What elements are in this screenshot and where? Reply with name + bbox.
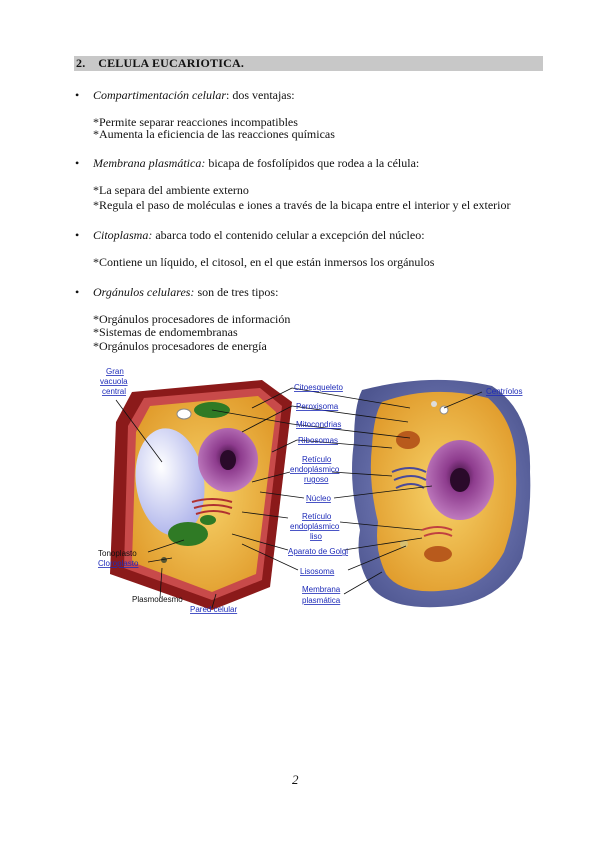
label-rer-3: rugoso	[304, 475, 329, 484]
label-plasmodesmo: Plasmodesmo	[132, 595, 183, 604]
sub-item: *Aumenta la eficiencia de las reacciones…	[93, 127, 335, 141]
bullet-term: Citoplasma:	[93, 228, 153, 242]
bullet-marker: •	[75, 285, 80, 299]
label-nucleo: Núcleo	[306, 494, 331, 503]
plant-cell	[110, 380, 292, 610]
bullet-text: Citoplasma: abarca todo el contenido cel…	[93, 228, 425, 242]
label-cloroplasto: Cloroplasto	[98, 559, 139, 568]
section-title: CELULA EUCARIOTICA.	[98, 56, 245, 70]
label-tonoplasto: Tonoplasto	[98, 549, 137, 558]
bullet-text: Membrana plasmática: bicapa de fosfolípi…	[93, 156, 419, 170]
bullet-rest: : dos ventajas:	[225, 88, 295, 102]
label-rer-2: endoplásmico	[290, 465, 340, 474]
label-rel-1: Retículo	[302, 512, 332, 521]
bullet-text: Compartimentación celular: dos ventajas:	[93, 88, 295, 102]
label-membrana-1: Membrana	[302, 585, 341, 594]
sub-item: *Sistemas de endomembranas	[93, 325, 238, 339]
bullet-marker: •	[75, 88, 80, 102]
mitochondrion-shape	[396, 431, 420, 449]
bullet-rest: son de tres tipos:	[194, 285, 279, 299]
label-peroxisoma: Peroxisoma	[296, 402, 339, 411]
label-centriolos: Centríolos	[486, 387, 522, 396]
label-rel-2: endoplásmico	[290, 522, 340, 531]
section-heading: 2. CELULA EUCARIOTICA.	[76, 56, 244, 71]
sub-item: *Orgánulos procesadores de información	[93, 312, 291, 326]
sub-item: *Contiene un líquido, el citosol, en el …	[93, 255, 435, 269]
label-vacuola-1: Gran	[106, 367, 124, 376]
label-mitocondrias: Mitocondrias	[296, 420, 341, 429]
label-rel-3: liso	[310, 532, 323, 541]
sub-item: *La separa del ambiente externo	[93, 183, 249, 197]
label-golgi: Aparato de Golgi	[288, 547, 348, 556]
label-ribosomas: Ribosomas	[298, 436, 338, 445]
label-rer-1: Retículo	[302, 455, 332, 464]
label-citoesqueleto: Citoesqueleto	[294, 383, 343, 392]
bullet-text: Orgánulos celulares: son de tres tipos:	[93, 285, 278, 299]
leader-lines	[115, 387, 483, 609]
sub-item: *Orgánulos procesadores de energía	[93, 339, 267, 353]
bullet-marker: •	[75, 156, 80, 170]
bullet-term: Membrana plasmática:	[93, 156, 206, 170]
label-vacuola-2: vacuola	[100, 377, 128, 386]
bullet-rest: abarca todo el contenido celular a excep…	[152, 228, 425, 242]
sub-item: *Regula el paso de moléculas e iones a t…	[93, 198, 511, 212]
bullet-term: Orgánulos celulares:	[93, 285, 195, 299]
label-lisosoma: Lisosoma	[300, 567, 335, 576]
page-number: 2	[292, 772, 299, 787]
animal-cell	[352, 379, 531, 608]
label-membrana-2: plasmática	[302, 596, 341, 605]
sub-item: *Permite separar reacciones incompatible…	[93, 115, 298, 129]
section-heading-bar	[74, 56, 543, 71]
label-pared: Pared celular	[190, 605, 237, 614]
section-number: 2.	[76, 56, 86, 70]
bullet-term: Compartimentación celular	[93, 88, 226, 102]
cell-diagram: Gran vacuola central Citoesqueleto Perox…	[98, 367, 531, 614]
vacuole-shape	[135, 428, 205, 536]
label-vacuola-3: central	[102, 387, 126, 396]
bullet-marker: •	[75, 228, 80, 242]
bullet-rest: bicapa de fosfolípidos que rodea a la cé…	[205, 156, 420, 170]
